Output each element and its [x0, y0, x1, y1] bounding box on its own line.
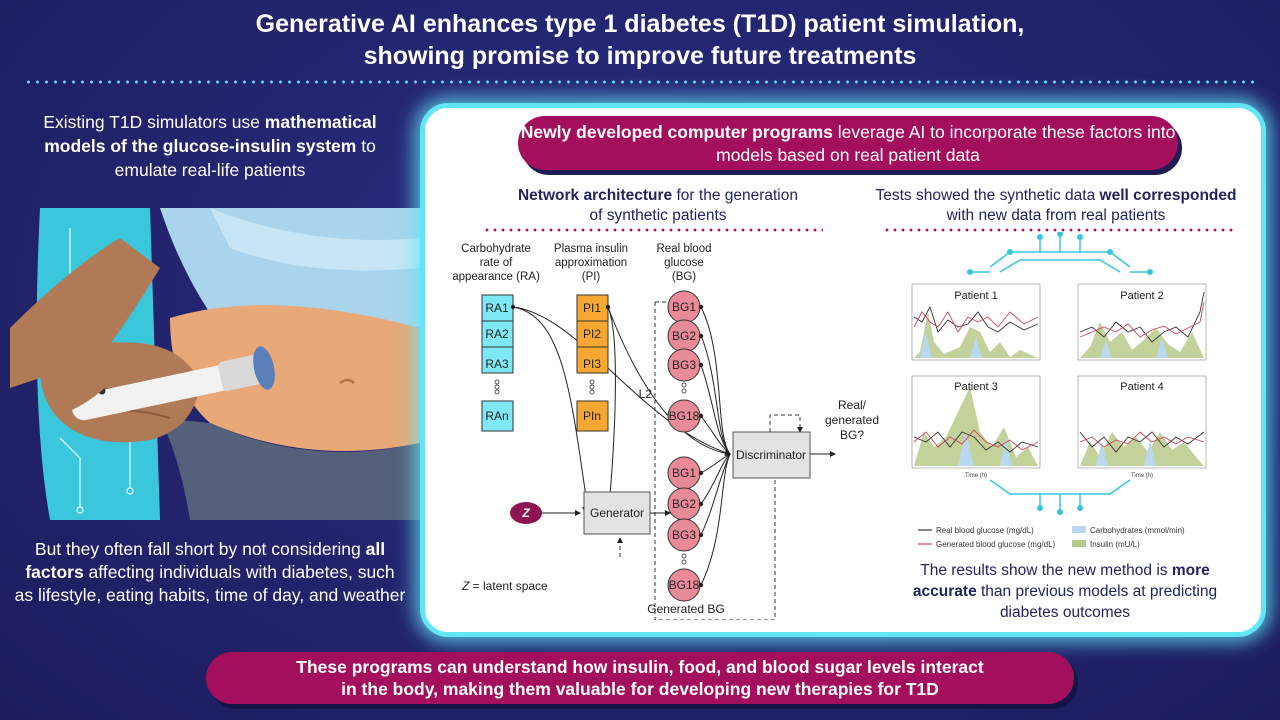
tests-heading-b: with new data from real patients [946, 207, 1166, 224]
ra-node-n: RAn [485, 409, 508, 423]
results-text-b: than previous models at predicting diabe… [976, 583, 1218, 621]
ai-programs-banner: Newly developed computer programs levera… [518, 116, 1178, 170]
chart-legend: Real blood glucose (mg/dL) Generated blo… [918, 526, 1185, 549]
circuit-decoration-top [970, 234, 1150, 273]
generator-box [583, 491, 651, 535]
insulin-injection-illustration [10, 208, 420, 520]
network-architecture-diagram: Carbohydrate rate of appearance (RA) Pla… [452, 243, 879, 620]
output-label-1: Real/ [838, 398, 867, 412]
patient-4-label: Patient 4 [1120, 381, 1163, 393]
gen-bg-node-3: BG3 [672, 528, 696, 542]
intro-text-bold: mathematical models of the glucose-insul… [44, 112, 377, 156]
conclusion-line-1: These programs can understand how insuli… [296, 657, 984, 677]
tests-heading-a: Tests showed the synthetic data [875, 187, 1100, 204]
results-text-a: The results show the new method is [920, 562, 1172, 579]
network-heading: Network architecture for the generation … [513, 186, 803, 226]
ra-node-3: RA3 [485, 357, 509, 371]
patient-2-chart: Patient 2 [1077, 283, 1207, 361]
ra-node-2: RA2 [485, 327, 509, 341]
bg-label-3: (BG) [672, 271, 696, 283]
z-node-label: Z [521, 506, 530, 520]
shortcomings-text-b: affecting individuals with diabetes, suc… [14, 562, 406, 605]
intro-text-a: Existing T1D simulators use [43, 112, 265, 132]
title-line-1: Generative AI enhances type 1 diabetes (… [255, 10, 1025, 38]
discriminator-label: Discriminator [736, 448, 806, 462]
results-text-bold: more accurate [912, 562, 1210, 600]
generated-bg-label: Generated BG [647, 602, 724, 616]
legend-carbs: Carbohydrates (mmol/min) [1090, 526, 1185, 535]
intro-text-b: to emulate real-life patients [114, 136, 376, 180]
pi-node-3: PI3 [583, 357, 601, 371]
circuit-decoration-bottom [989, 479, 1131, 512]
patient-2-label: Patient 2 [1120, 290, 1163, 302]
patient-1-label: Patient 1 [954, 290, 997, 302]
latent-space-rest: = latent space [469, 579, 548, 593]
patient-results-charts: Patient 1 Patient 2 Patient 3 Time (h) P… [911, 232, 1207, 549]
tests-heading: Tests showed the synthetic data well cor… [871, 186, 1241, 226]
output-label-3: BG? [840, 428, 864, 442]
patient-3-label: Patient 3 [954, 381, 997, 393]
patient-3-x-axis-label: Time (h) [965, 473, 987, 479]
patient-4-chart: Patient 4 Time (h) [1077, 375, 1207, 479]
pi-node-2: PI2 [583, 327, 601, 341]
pi-node-n: PIn [583, 409, 601, 423]
shortcomings-text-bold: all factors [25, 539, 386, 582]
tests-heading-bold: well corresponded [1099, 187, 1237, 204]
conclusion-line-2: in the body, making them valuable for de… [341, 679, 939, 699]
network-heading-bold: Network architecture [517, 187, 673, 204]
shortcomings-text-a: But they often fall short by not conside… [34, 539, 366, 559]
legend-generated: Generated blood glucose (mg/dL) [936, 540, 1056, 549]
network-heading-rest: for the generation of synthetic patients [589, 187, 799, 224]
gen-bg-node-1: BG1 [672, 466, 696, 480]
main-panel: Newly developed computer programs levera… [420, 103, 1266, 637]
real-bg-node-1: BG1 [672, 300, 696, 314]
discriminator-box [732, 431, 811, 479]
shortcomings-text: But they often fall short by not conside… [14, 538, 406, 607]
pi-label-2: approximation [555, 257, 627, 269]
patient-3-chart: Patient 3 Time (h) [911, 375, 1041, 479]
ra-label-2: rate of [480, 257, 513, 269]
results-text: The results show the new method is more … [890, 560, 1240, 623]
l2-label: L2 [639, 387, 653, 401]
network-heading-divider [483, 228, 823, 232]
legend-insulin: Insulin (mU/L) [1090, 540, 1140, 549]
conclusion-banner: These programs can understand how insuli… [206, 652, 1074, 704]
ra-label-3: appearance (RA) [452, 271, 540, 283]
dotted-divider [24, 80, 1256, 84]
banner-bold: Newly developed computer programs [520, 122, 833, 142]
simulators-intro-text: Existing T1D simulators use mathematical… [20, 110, 400, 182]
gen-bg-node-18: BG18 [669, 578, 700, 592]
latent-space-note: Z = latent space [461, 579, 548, 593]
tests-heading-divider [883, 228, 1233, 232]
output-label-2: generated [825, 413, 879, 427]
bg-label-2: glucose [664, 257, 704, 269]
real-bg-node-2: BG2 [672, 329, 696, 343]
pi-label-1: Plasma insulin [554, 243, 628, 255]
latent-z-node [510, 502, 542, 524]
legend-real: Real blood glucose (mg/dL) [936, 526, 1034, 535]
real-bg-node-18: BG18 [669, 409, 700, 423]
page-title: Generative AI enhances type 1 diabetes (… [0, 8, 1280, 72]
pi-label-3: (PI) [582, 271, 601, 283]
gen-bg-node-2: BG2 [672, 497, 696, 511]
patient-4-x-axis-label: Time (h) [1131, 473, 1153, 479]
title-line-2: showing promise to improve future treatm… [363, 42, 917, 70]
ra-node-1: RA1 [485, 301, 509, 315]
latent-space-var: Z [461, 579, 470, 593]
ra-label-1: Carbohydrate [461, 243, 531, 255]
patient-1-chart: Patient 1 [911, 283, 1041, 361]
banner-rest: leverage AI to incorporate these factors… [716, 122, 1176, 165]
pi-node-1: PI1 [583, 301, 601, 315]
real-bg-node-3: BG3 [672, 358, 696, 372]
bg-label-1: Real blood [657, 243, 712, 255]
generator-label: Generator [590, 506, 644, 520]
